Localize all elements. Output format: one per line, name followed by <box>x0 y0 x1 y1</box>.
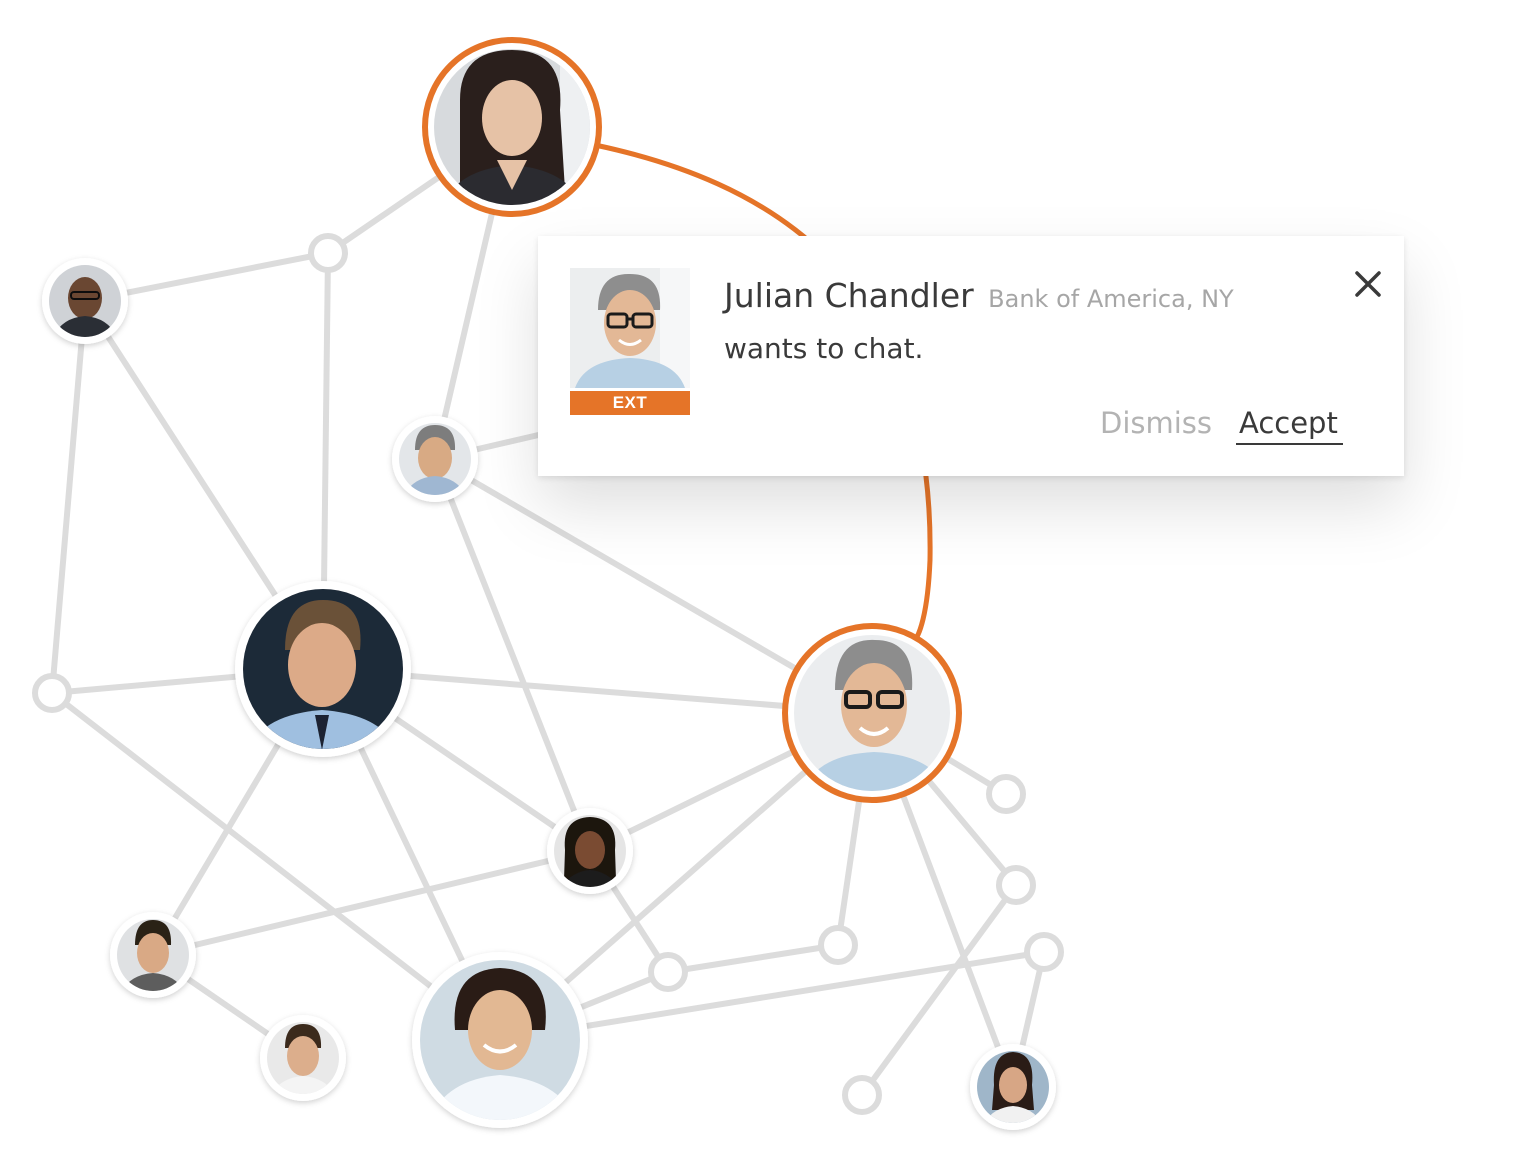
close-button[interactable] <box>1350 266 1386 302</box>
avatar-man-suit[interactable] <box>235 581 411 760</box>
network-node <box>32 673 72 713</box>
avatar-woman-small[interactable] <box>547 808 633 894</box>
empty-nodes <box>32 233 1064 1115</box>
avatar-man-shirt[interactable] <box>260 1015 346 1101</box>
network-edges <box>49 124 1047 1098</box>
network-node <box>986 774 1026 814</box>
avatar-man-beard[interactable] <box>42 258 128 344</box>
avatar-julian-chandler[interactable] <box>782 623 962 803</box>
avatar-man-young[interactable] <box>110 912 196 998</box>
sender-photo <box>570 268 690 388</box>
network-node <box>308 233 348 273</box>
avatar-woman-right[interactable] <box>970 1044 1056 1130</box>
network-node <box>842 1075 882 1115</box>
avatar-woman-bottom[interactable] <box>412 952 590 1130</box>
dismiss-button[interactable]: Dismiss <box>1100 406 1213 440</box>
network-node <box>996 865 1036 905</box>
accept-button[interactable]: Accept <box>1236 406 1343 445</box>
avatar-man-older[interactable] <box>392 416 478 502</box>
network-node <box>1024 932 1064 972</box>
network-node <box>818 925 858 965</box>
sender-line: Julian Chandler Bank of America, NY <box>724 276 1234 315</box>
sender-name: Julian Chandler <box>724 276 974 315</box>
network-node <box>648 952 688 992</box>
external-badge: EXT <box>570 391 690 415</box>
notification-message: wants to chat. <box>724 332 924 365</box>
avatar-woman-top[interactable] <box>422 37 602 217</box>
close-icon <box>1355 271 1381 297</box>
chat-request-notification: EXT Julian Chandler Bank of America, NY … <box>538 236 1404 476</box>
sender-organization: Bank of America, NY <box>988 285 1234 313</box>
